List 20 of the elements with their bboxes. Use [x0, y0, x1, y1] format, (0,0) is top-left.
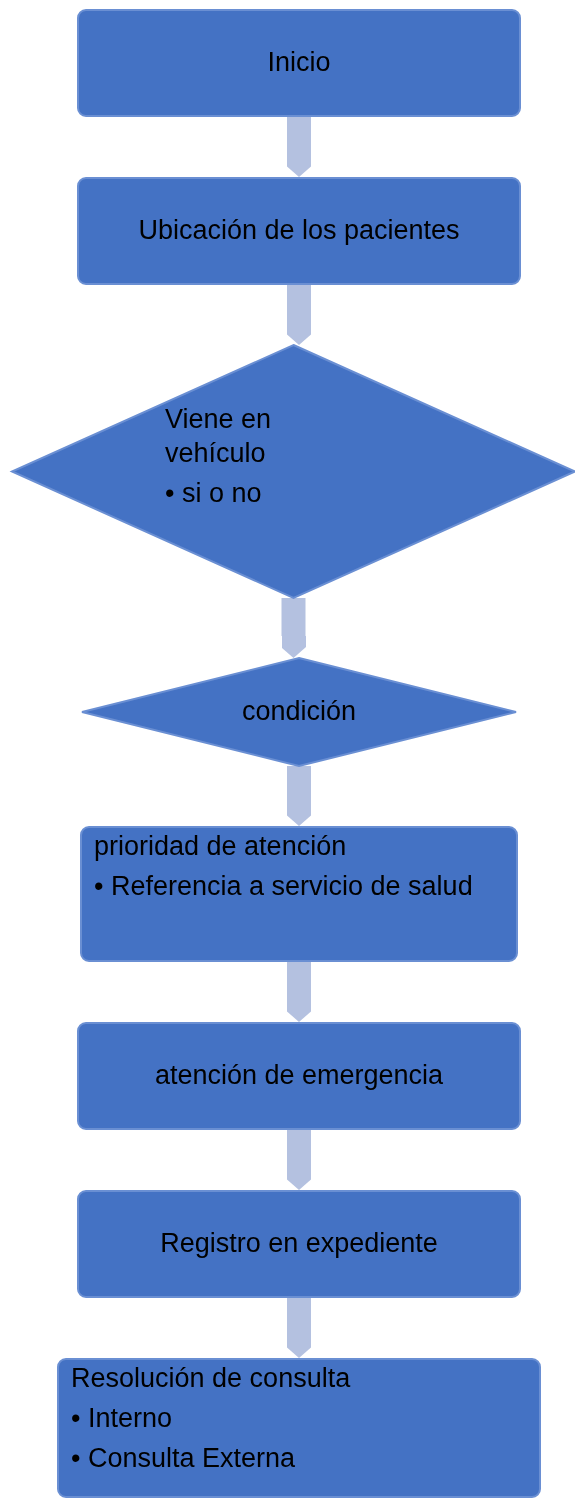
node-label: atención de emergencia	[153, 1059, 445, 1093]
node-label: Ubicación de los pacientes	[137, 214, 461, 248]
node-heading: Viene en vehículo	[165, 403, 273, 470]
bullet-item: • si o no	[165, 476, 263, 510]
process-box	[57, 1358, 541, 1498]
decision-diamond	[12, 345, 575, 598]
process-box	[77, 177, 521, 285]
node-heading: Resolución de consulta	[71, 1362, 352, 1395]
process-box	[80, 826, 518, 962]
node-label: Registro en expediente	[159, 1227, 439, 1261]
decision-diamond	[82, 658, 516, 766]
node-label: Inicio	[266, 46, 332, 80]
process-box	[77, 1022, 521, 1130]
process-box	[77, 1190, 521, 1298]
node-heading: prioridad de atención	[94, 830, 348, 863]
bullet-item: • Interno	[71, 1401, 173, 1435]
process-box	[77, 9, 521, 117]
bullet-item: • Referencia a servicio de salud	[94, 869, 474, 903]
node-label: condición	[240, 695, 358, 729]
bullet-item: • Consulta Externa	[71, 1441, 297, 1475]
